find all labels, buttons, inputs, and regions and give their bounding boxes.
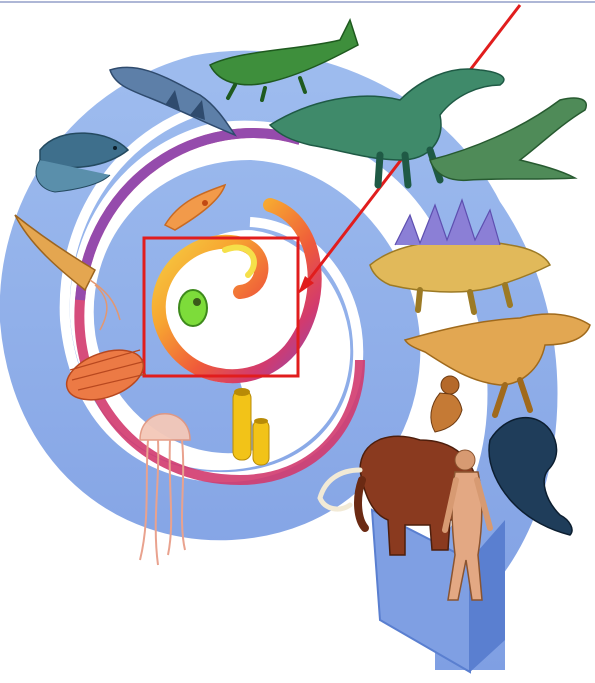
primate-icon: [431, 376, 462, 432]
green-cell-icon: [179, 290, 207, 326]
theropod-icon: [405, 314, 590, 415]
sponge-icon: [233, 388, 269, 465]
